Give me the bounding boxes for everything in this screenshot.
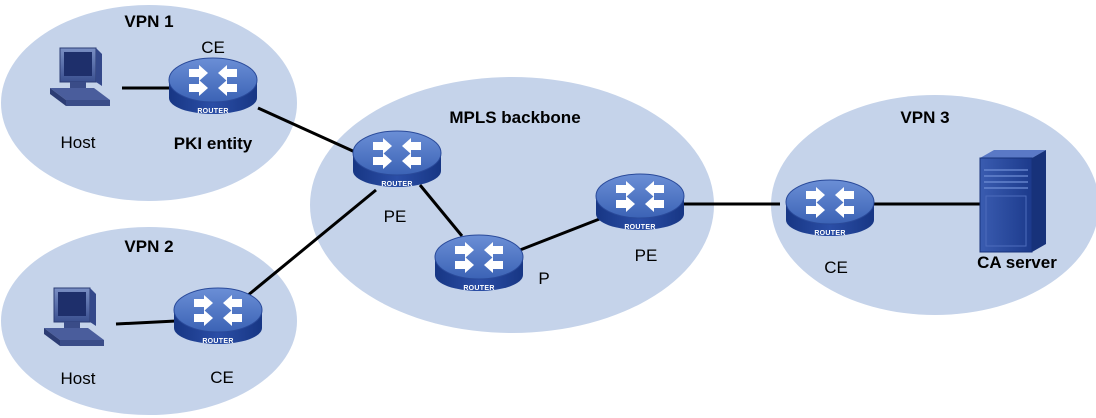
vpn3-ce-router-icon: ROUTER xyxy=(785,179,875,237)
vpn1-ce-router-icon: ROUTER xyxy=(168,57,258,115)
mpls-backbone-title: MPLS backbone xyxy=(449,108,580,127)
router-badge: ROUTER xyxy=(463,285,494,292)
vpn1-title: VPN 1 xyxy=(124,12,173,31)
link-pe-left-p xyxy=(418,184,464,237)
pe-right-label: PE xyxy=(635,246,658,265)
link-p-pe-right xyxy=(519,216,603,252)
router-badge: ROUTER xyxy=(197,108,228,115)
router-badge: ROUTER xyxy=(814,230,845,237)
vpn2-ce-label: CE xyxy=(210,368,234,387)
router-badge: ROUTER xyxy=(381,181,412,188)
vpn3-ce-label: CE xyxy=(824,258,848,277)
ca-server-label: CA server xyxy=(977,253,1057,272)
link-host2-ce2 xyxy=(115,319,177,326)
router-badge: ROUTER xyxy=(202,338,233,345)
ca-server-icon xyxy=(979,150,1046,253)
p-router-icon: ROUTER xyxy=(434,234,524,292)
vpn3-title: VPN 3 xyxy=(900,108,949,127)
pe-left-label: PE xyxy=(384,207,407,226)
pe-left-router-icon: ROUTER xyxy=(352,130,442,188)
router-badge: ROUTER xyxy=(624,224,655,231)
vpn2-title: VPN 2 xyxy=(124,237,173,256)
pe-right-router-icon: ROUTER xyxy=(595,173,685,231)
vpn1-host-label: Host xyxy=(61,133,96,152)
link-ce1-pe-left xyxy=(257,106,356,154)
vpn1-ce-label: CE xyxy=(201,38,225,57)
vpn2-ce-router-icon: ROUTER xyxy=(173,287,263,345)
link-ce2-pe-left xyxy=(246,188,377,298)
pki-entity-label: PKI entity xyxy=(174,134,253,153)
p-label: P xyxy=(538,269,549,288)
vpn2-host-label: Host xyxy=(61,369,96,388)
